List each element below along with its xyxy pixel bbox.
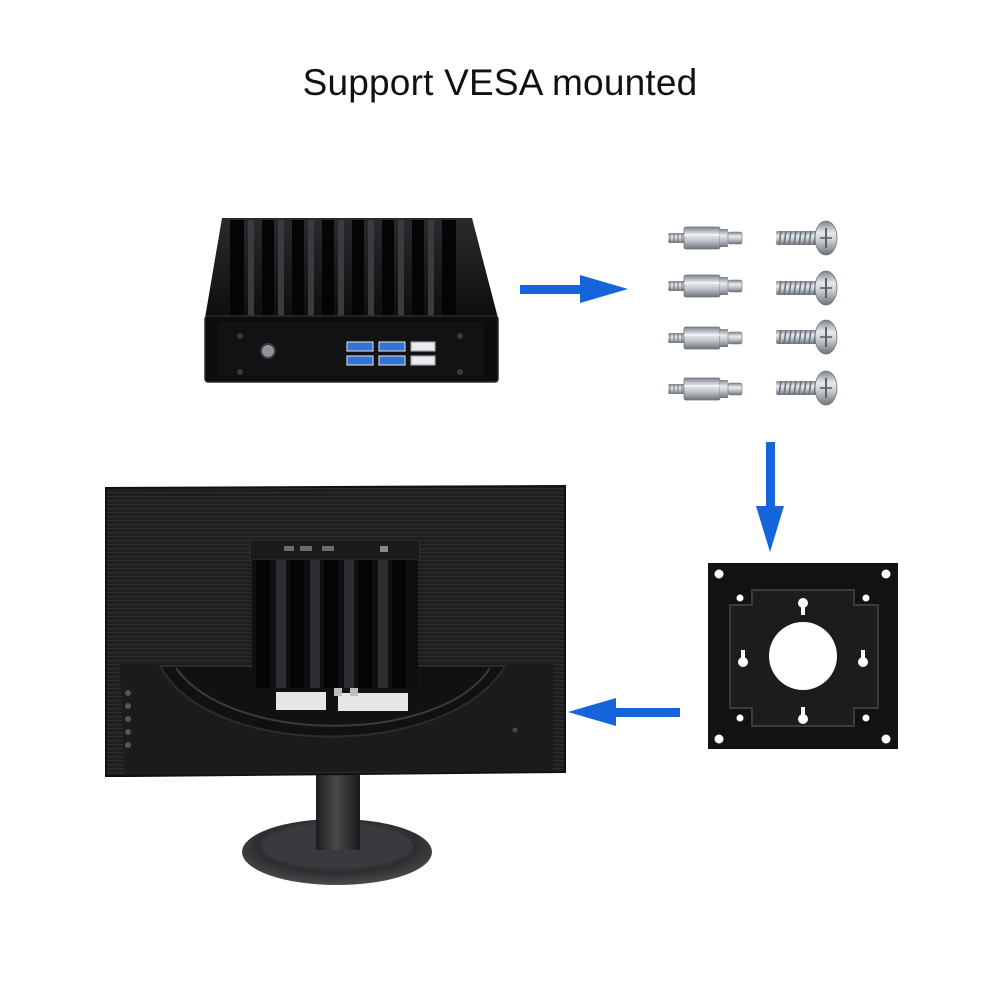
standoff-spacer: [667, 377, 743, 401]
monitor-back: [105, 484, 566, 885]
vesa-bracket: [708, 563, 898, 749]
machine-screw: [775, 319, 838, 355]
machine-screw: [775, 220, 838, 256]
power-button-icon: [260, 343, 276, 359]
mini-pc-heatsink-fins: [230, 220, 456, 316]
usb-ports: [346, 341, 436, 366]
page-title: Support VESA mounted: [302, 62, 698, 103]
arrow-down-icon: [756, 442, 784, 552]
mounted-mini-pc: [249, 539, 421, 688]
monitor-labels: [276, 688, 408, 711]
hardware-kit: [667, 220, 838, 406]
arrow-left-icon: [568, 698, 680, 726]
standoff-spacer: [667, 274, 743, 298]
standoff-spacer: [667, 226, 743, 250]
standoff-spacer: [667, 326, 743, 350]
machine-screw: [775, 270, 838, 306]
monitor-control-buttons: [125, 690, 131, 748]
machine-screw: [775, 370, 838, 406]
arrow-right-icon: [520, 275, 628, 303]
mini-pc: [204, 218, 499, 383]
